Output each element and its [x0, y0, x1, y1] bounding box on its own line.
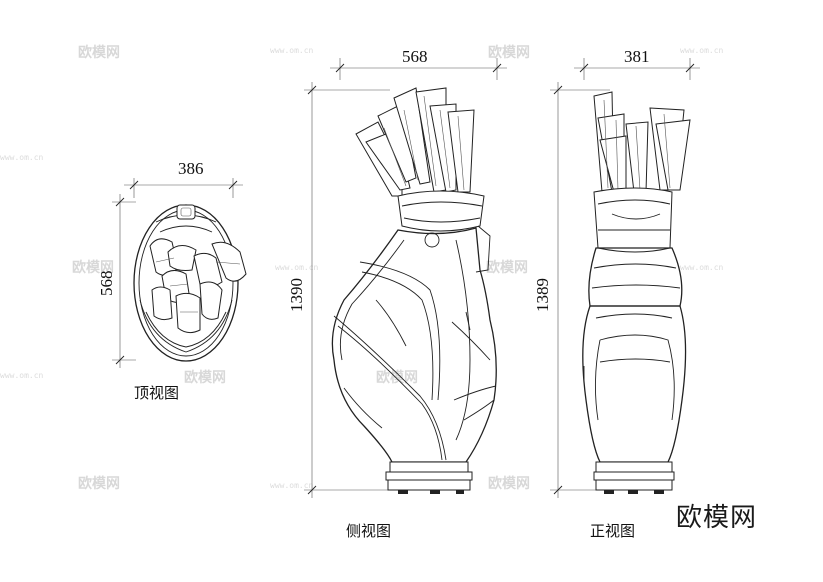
- brand-logo: 欧模网: [676, 503, 757, 533]
- front-view-collar: [593, 187, 673, 253]
- front-view-upper-body: [588, 247, 683, 307]
- watermark-text: 欧模网: [78, 475, 120, 492]
- side-view-body: [331, 227, 497, 463]
- top-view-width-dimension: 386: [124, 159, 243, 198]
- front-view-width-label: 381: [624, 47, 650, 66]
- front-view-caption: 正视图: [590, 522, 635, 540]
- front-view-clubs: [593, 91, 691, 193]
- watermark-text: 欧模网: [184, 369, 226, 386]
- watermark-text: 欧模网: [72, 259, 114, 276]
- top-view-width-label: 386: [178, 159, 204, 178]
- front-view-height-label: 1389: [533, 278, 552, 312]
- watermark-text: 欧模网: [376, 369, 418, 386]
- watermark-text: 欧模网: [78, 44, 120, 61]
- top-view-depth-label: 568: [97, 271, 116, 297]
- watermark-layer: 欧模网 欧模网 欧模网 欧模网 欧模网 欧模网 欧模网 欧模网 www.om.c…: [0, 44, 724, 492]
- front-view-base: [593, 461, 675, 494]
- front-view: 381 1389: [533, 47, 700, 540]
- watermark-url: www.om.cn: [0, 153, 44, 162]
- watermark-url: www.om.cn: [270, 46, 314, 55]
- side-view-caption: 侧视图: [346, 522, 391, 540]
- top-view-bag: [133, 204, 247, 362]
- watermark-text: 欧模网: [488, 475, 530, 492]
- side-view-height-label: 1390: [287, 278, 306, 312]
- watermark-url: www.om.cn: [275, 263, 319, 272]
- front-view-height-dimension: 1389: [533, 82, 610, 498]
- front-view-lower-body: [582, 305, 687, 463]
- front-view-width-dimension: 381: [574, 47, 700, 80]
- side-view-width-dimension: 568: [330, 47, 507, 80]
- side-view-width-label: 568: [402, 47, 428, 66]
- watermark-url: www.om.cn: [0, 371, 44, 380]
- watermark-url: www.om.cn: [680, 46, 724, 55]
- top-view-depth-dimension: 568: [97, 194, 136, 368]
- top-view: 386 568: [97, 159, 247, 402]
- side-view-base: [385, 461, 473, 494]
- watermark-text: 欧模网: [486, 259, 528, 276]
- top-view-caption: 顶视图: [134, 384, 179, 402]
- watermark-url: www.om.cn: [270, 481, 314, 490]
- side-view-height-dimension: 1390: [287, 82, 390, 498]
- watermark-url: www.om.cn: [680, 263, 724, 272]
- watermark-text: 欧模网: [488, 44, 530, 61]
- side-view-collar: [397, 190, 491, 273]
- side-view-clubs: [355, 87, 475, 197]
- side-view: 568 1390: [287, 47, 507, 540]
